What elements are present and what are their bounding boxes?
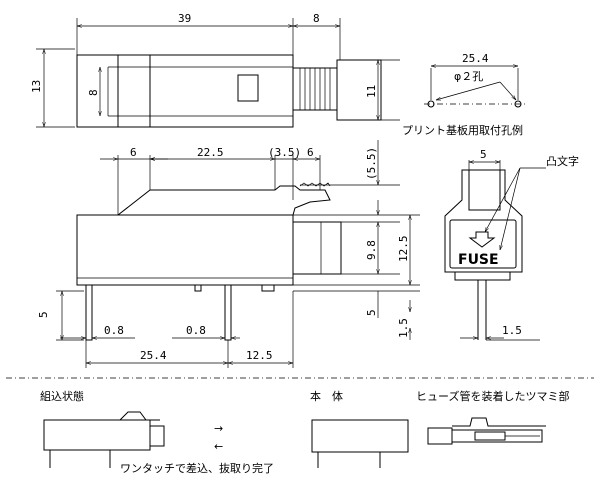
dim-8-inner: 8 xyxy=(87,89,100,96)
dim-13: 13 xyxy=(30,80,43,93)
dim-5-left: 5 xyxy=(37,311,50,318)
bottom-section: 組込状態 本 体 ヒューズ管を装着したツマミ部 → ← ワンタッチで差込、抜取り… xyxy=(40,389,569,475)
dim-5-5: (5.5) xyxy=(365,147,378,180)
top-view: 39 8 13 8 11 xyxy=(30,12,400,128)
pcb-hole-layout: 25.4 φ２孔 プリント基板用取付孔例 xyxy=(402,52,526,137)
end-view: 5 FUSE 凸文字 1.5 xyxy=(444,148,579,341)
arrow-left: ← xyxy=(214,440,223,453)
body-label: 本 体 xyxy=(310,389,343,403)
assembled-label: 組込状態 xyxy=(40,389,84,403)
dim-8-top: 8 xyxy=(313,12,320,25)
dim-5-right: 5 xyxy=(365,309,378,316)
dim-39: 39 xyxy=(178,12,191,25)
pcb-pitch: 25.4 xyxy=(462,52,489,65)
end-width: 5 xyxy=(480,148,487,161)
dim-9-8: 9.8 xyxy=(365,240,378,260)
arrow-right: → xyxy=(214,422,223,435)
one-touch-caption: ワンタッチで差込、抜取り完了 xyxy=(120,461,274,475)
dim-1-5-v: 1.5 xyxy=(397,318,410,338)
pcb-caption: プリント基板用取付孔例 xyxy=(402,123,523,137)
dim-0-8b: 0.8 xyxy=(186,324,206,337)
dim-25-4: 25.4 xyxy=(140,349,167,362)
dim-6b: 6 xyxy=(307,146,314,159)
dim-12-5-h: 12.5 xyxy=(246,349,273,362)
dim-12-5-v: 12.5 xyxy=(397,236,410,263)
side-view: 6 22.5 (3.5) 6 (5.5) 9.8 12.5 5 1.5 5 0.… xyxy=(37,140,420,368)
dim-11: 11 xyxy=(365,85,378,98)
knob-label: ヒューズ管を装着したツマミ部 xyxy=(416,389,569,403)
fuse-label: FUSE xyxy=(458,252,499,268)
dim-0-8a: 0.8 xyxy=(104,324,124,337)
emboss-label: 凸文字 xyxy=(546,154,579,168)
dim-22-5: 22.5 xyxy=(197,146,224,159)
end-dim-1-5: 1.5 xyxy=(502,324,522,337)
dim-3-5: (3.5) xyxy=(268,146,301,159)
dim-6a: 6 xyxy=(130,146,137,159)
pcb-hole-label: φ２孔 xyxy=(454,70,483,83)
